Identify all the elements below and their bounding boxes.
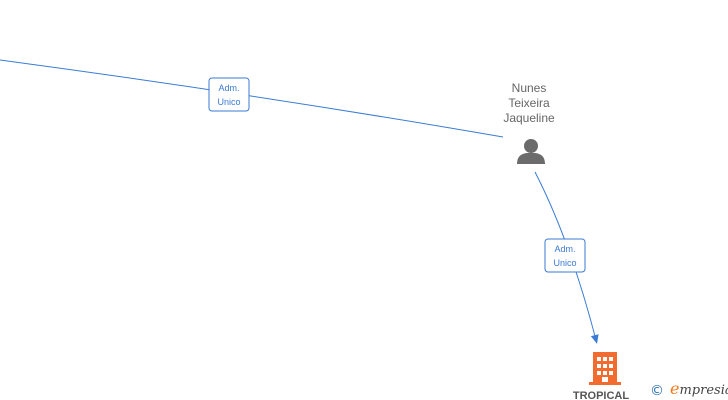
edge-label-line: Unico (553, 258, 576, 268)
person-icon[interactable] (517, 139, 545, 164)
brand-initial: e (670, 379, 679, 398)
person-name-line: Jaqueline (503, 111, 555, 125)
edge-line-left-to-person (0, 59, 504, 138)
edge-label-adm-unico-2: Adm. Unico (544, 238, 586, 273)
edge-label-line: Unico (217, 97, 240, 107)
copyright-symbol: © (650, 383, 664, 399)
person-name-line: Nunes (512, 81, 547, 95)
edge-label-line: Adm. (218, 83, 239, 93)
brand-logo: empresia (670, 379, 728, 398)
person-node-name[interactable]: Nunes Teixeira Jaqueline (503, 81, 555, 125)
building-icon[interactable] (589, 352, 621, 385)
edge-label-adm-unico-1: Adm. Unico (208, 77, 250, 112)
empresia-watermark: © empresia (650, 379, 728, 399)
person-name-line: Teixeira (508, 96, 550, 110)
company-node-name[interactable]: TROPICAL (573, 390, 630, 400)
brand-rest: mpresia (679, 383, 728, 398)
edge-label-line: Adm. (554, 244, 575, 254)
